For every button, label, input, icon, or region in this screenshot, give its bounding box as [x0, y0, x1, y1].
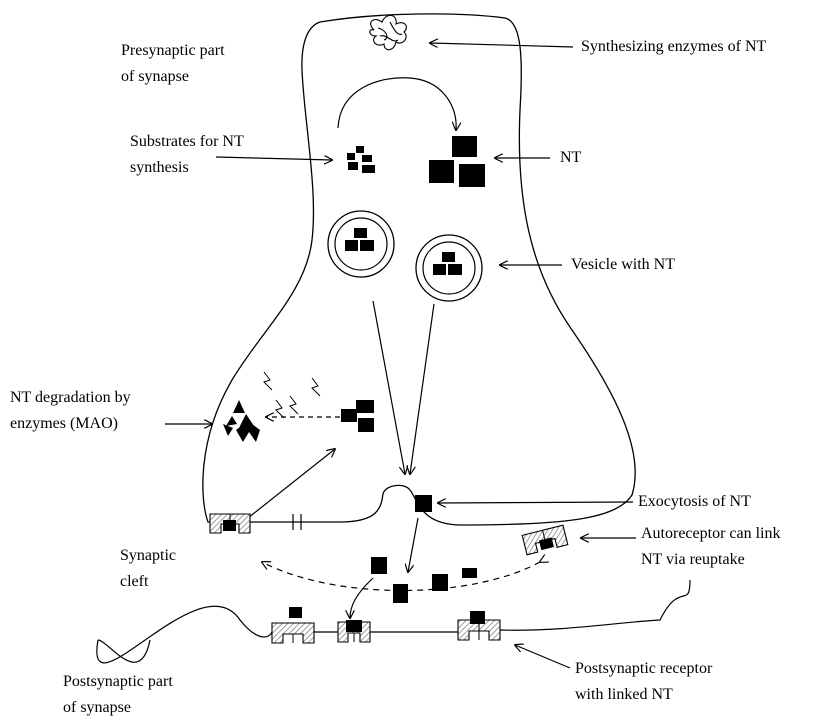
degradation-nt	[341, 400, 374, 432]
release-arrow	[408, 517, 419, 572]
vesicle-label-text: Vesicle with NT	[571, 256, 675, 273]
postsynaptic-receptor-label-line: with linked NT	[575, 686, 673, 703]
presynaptic-label-line: of synapse	[121, 68, 189, 85]
postsynaptic-receptor	[271, 607, 315, 644]
autoreceptor-label-line: Autoreceptor can link	[641, 525, 781, 542]
cleft-label-line: Synaptic	[120, 547, 176, 564]
vesicle-arrow	[410, 303, 435, 474]
mao-enzyme-icons	[263, 371, 321, 419]
cleft-label-line: cleft	[120, 573, 149, 590]
postsynaptic-label: Postsynaptic part of synapse	[63, 669, 173, 721]
nt-molecules	[429, 136, 485, 187]
substrates-pointer	[215, 157, 332, 160]
vesicle-label: Vesicle with NT	[571, 252, 675, 278]
presynaptic-label: Presynaptic part of synapse	[121, 38, 225, 90]
nt-label: NT	[560, 145, 581, 171]
autoreceptor-left	[209, 513, 251, 534]
postsynaptic-receptor-label-line: Postsynaptic receptor	[575, 660, 713, 677]
substrate-molecules	[347, 146, 375, 173]
binding-arrow	[350, 577, 374, 618]
substrates-label-line: Substrates for NT	[130, 133, 244, 150]
reuptake-arrow	[247, 449, 335, 519]
enzyme-squiggle	[369, 14, 407, 51]
degradation-label-line: enzymes (MAO)	[10, 415, 118, 432]
autoreceptor-label-line: NT via reuptake	[641, 551, 745, 568]
enzymes-pointer	[430, 43, 574, 47]
presynaptic-label-line: Presynaptic part	[121, 42, 225, 59]
autoreceptor-right	[521, 524, 569, 556]
synthesis-arrow	[337, 77, 456, 130]
cleft-label: Synaptic cleft	[120, 543, 176, 595]
degradation-label-line: NT degradation by	[10, 389, 131, 406]
vesicle-right	[415, 234, 483, 302]
postsynaptic-receptor-pointer	[515, 645, 571, 669]
exocytosis-pointer	[438, 502, 634, 503]
exocytosis-label-text: Exocytosis of NT	[638, 493, 751, 510]
postsynaptic-receptor	[457, 611, 501, 641]
enzymes-label: Synthesizing enzymes of NT	[581, 34, 766, 60]
postsynaptic-receptor-label: Postsynaptic receptor with linked NT	[575, 656, 712, 708]
postsynaptic-membrane	[96, 579, 691, 664]
exocytosis-label: Exocytosis of NT	[638, 489, 751, 515]
degraded-fragments	[223, 400, 260, 442]
presynaptic-membrane	[202, 13, 636, 526]
postsynaptic-receptor	[337, 620, 371, 643]
enzymes-label-text: Synthesizing enzymes of NT	[581, 38, 767, 55]
postsynaptic-label-line: of synapse	[63, 699, 131, 716]
vesicle-left	[327, 210, 395, 278]
degradation-label: NT degradation by enzymes (MAO)	[10, 385, 131, 437]
nt-molecule	[415, 495, 432, 512]
vesicle-arrow	[372, 300, 405, 474]
autoreceptor-label: Autoreceptor can link NT via reuptake	[641, 521, 781, 573]
cleft-nt	[371, 557, 477, 603]
substrates-label-line: synthesis	[130, 159, 189, 176]
substrates-label: Substrates for NT synthesis	[130, 129, 244, 181]
nt-label-text: NT	[560, 149, 582, 166]
postsynaptic-label-line: Postsynaptic part	[63, 673, 173, 690]
